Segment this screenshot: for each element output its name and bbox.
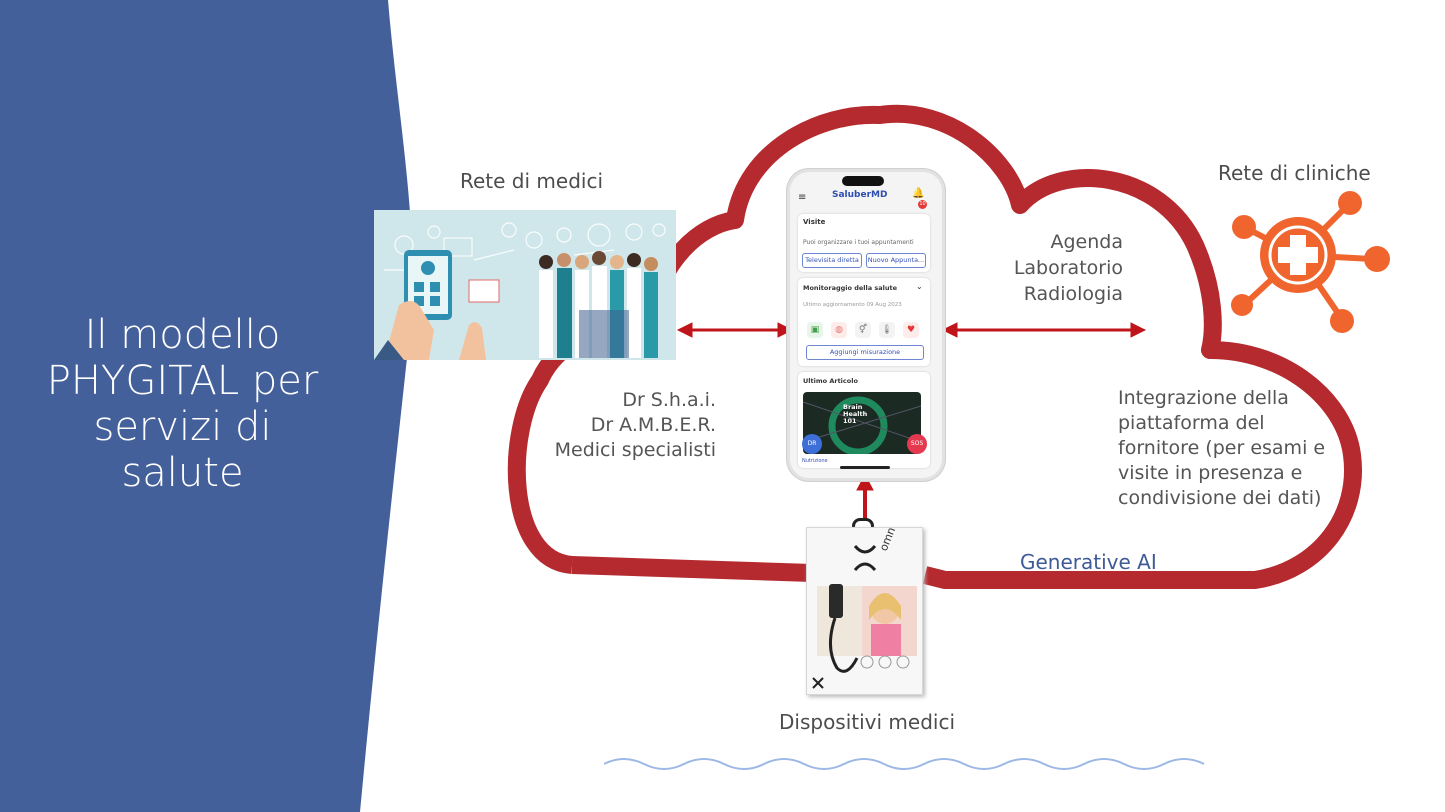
slide-title: Il modello PHYGITAL per servizi di salut… <box>46 312 319 496</box>
integration-line-3: fornitore (per esami e <box>1118 437 1326 459</box>
phone-notch <box>842 176 884 186</box>
integration-line-5: condivisione dei dati) <box>1118 487 1322 509</box>
article-image-text: Brain Health 101 <box>843 403 868 425</box>
service-laboratorio: Laboratorio <box>1013 257 1123 279</box>
visits-subtitle: Puoi organizzare i tuoi appuntamenti <box>803 239 914 246</box>
doctor-name-2: Dr A.M.B.E.R. <box>590 414 716 436</box>
integration-line-1: Integrazione della <box>1118 387 1289 409</box>
article-title: Ultimo Articolo <box>803 377 858 385</box>
scale-icon[interactable]: ▣ <box>807 322 823 338</box>
article-tag: Nutrizione <box>802 458 828 464</box>
televisit-button[interactable]: Televisita diretta <box>802 253 862 268</box>
integration-line-2: piattaforma del <box>1118 412 1265 434</box>
doctor-name-3: Medici specialisti <box>554 439 716 461</box>
add-measurement-button[interactable]: Aggiungi misurazione <box>806 345 924 360</box>
saluber-app-phone: ≡ SaluberMD 🔔 10 Visite Puoi organizzare… <box>787 169 945 481</box>
service-agenda: Agenda <box>1050 231 1124 253</box>
thermometer-icon[interactable]: 🌡 <box>879 322 895 338</box>
monitoring-title: Monitoraggio della salute <box>803 284 898 292</box>
bell-icon[interactable]: 🔔 <box>912 188 925 199</box>
generative-ai-label: Generative AI <box>1020 550 1157 574</box>
service-radiologia: Radiologia <box>1023 283 1123 305</box>
home-indicator <box>840 466 890 469</box>
heart-rate-icon[interactable]: ♥ <box>903 322 919 338</box>
device-hanger <box>852 518 874 530</box>
notification-badge: 10 <box>918 200 927 209</box>
clinic-services-list: Agenda Laboratorio Radiologia <box>960 229 1123 307</box>
doctors-network-image <box>374 210 676 360</box>
integration-text: Integrazione della piattaforma del forni… <box>1118 386 1358 511</box>
gender-icon[interactable]: ⚥ <box>855 322 871 338</box>
app-brand: SaluberMD <box>832 190 888 200</box>
monitoring-updated: Ultimo aggiornamento 09 Aug 2023 <box>803 302 902 308</box>
doctors-network-label: Rete di medici <box>460 169 604 193</box>
decorative-wave <box>604 758 1205 770</box>
doctor-fab-button[interactable]: DR <box>802 434 822 454</box>
integration-line-4: visite in presenza e <box>1118 462 1303 484</box>
article-card: Ultimo Articolo Brain Health 101 Nutrizi… <box>798 372 930 468</box>
doctors-list: Dr S.h.a.i. Dr A.M.B.E.R. Medici special… <box>520 388 716 463</box>
medical-cross-network-icon <box>1231 191 1390 333</box>
sos-button[interactable]: SOS <box>907 434 927 454</box>
visits-title: Visite <box>803 218 826 226</box>
new-appointment-button[interactable]: Nuovo Appunta... <box>866 253 926 268</box>
clinics-network-label: Rete di cliniche <box>1218 161 1371 185</box>
devices-label: Dispositivi medici <box>779 710 956 734</box>
visits-card: Visite Puoi organizzare i tuoi appuntame… <box>798 214 930 272</box>
menu-icon[interactable]: ≡ <box>798 192 807 203</box>
omnia-device-box: omnia <box>806 527 923 695</box>
article-image[interactable]: Brain Health 101 <box>803 392 921 454</box>
chevron-down-icon[interactable]: ⌄ <box>916 282 923 291</box>
lungs-icon[interactable]: ◍ <box>831 322 847 338</box>
doctor-name-1: Dr S.h.a.i. <box>622 389 716 411</box>
